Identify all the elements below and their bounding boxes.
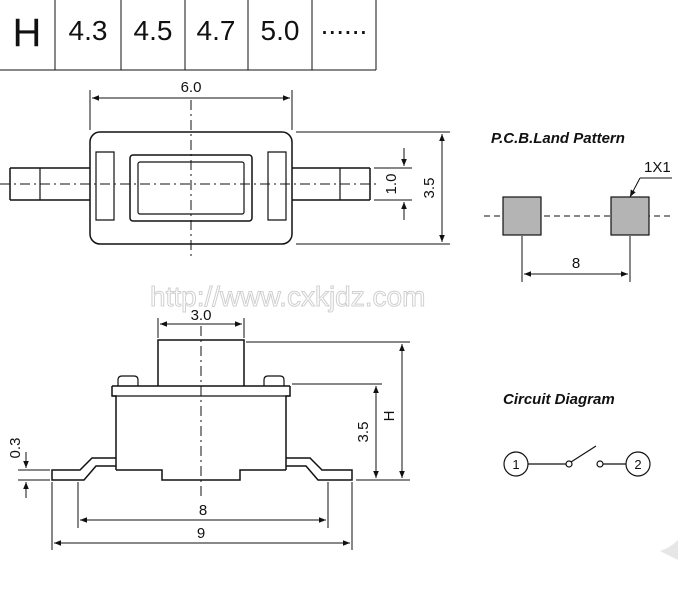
pcb-pad-label: 1X1 [644,159,671,176]
top-view-left-lead [9,167,90,201]
dim-width-label: 6.0 [181,79,202,96]
dim-spans [51,482,353,550]
top-view-left-notch [95,151,115,221]
dim-body-height-side-label: 3.5 [355,422,372,443]
pcb-spacing-label: 8 [572,255,580,272]
height-option-value: 4.7 [197,15,236,46]
side-view-left-lead [51,457,116,481]
pcb-title: P.C.B.Land Pattern [491,130,625,147]
pin-2-label: 2 [634,457,641,472]
circuit-title: Circuit Diagram [503,391,615,408]
pcb-pad-left [502,196,542,236]
height-option-table: H 4.3 4.5 4.7 5.0 ...... [0,0,377,71]
dim-width [89,90,293,130]
dim-total-height-label: H [381,411,398,422]
dim-body-height-label: 3.5 [421,178,438,199]
switch-contact-right [596,460,604,468]
dim-lead-span-label: 8 [199,502,207,519]
side-view-right-tab [263,375,285,386]
top-view-right-lead [292,167,371,201]
dim-heights [246,341,410,481]
watermark-text: http://www.cxkjdz.com [150,281,425,312]
dim-button-width [157,318,245,338]
side-view [51,339,353,481]
dim-lead-thickness [18,452,50,498]
height-header-label: H [13,11,42,55]
side-view-left-tab [117,375,139,386]
dim-body-height [296,131,450,245]
pcb-pad-right [610,196,650,236]
switch-contact-left [565,460,573,468]
corner-decoration [660,540,678,560]
height-option-more: ...... [321,9,368,40]
top-view-right-notch [267,151,287,221]
dim-overall-span-label: 9 [197,525,205,542]
switch-blade [570,445,597,463]
height-option-value: 4.3 [69,15,108,46]
circuit-symbol [503,445,651,477]
top-view-centerlines [0,100,378,256]
top-view [9,131,371,245]
pin-1-label: 1 [512,457,519,472]
pcb-spacing-dim [521,236,631,282]
dim-button-width-label: 3.0 [191,307,212,324]
pcb-pad-callout [629,177,672,198]
height-option-value: 5.0 [261,15,300,46]
side-view-right-lead [286,457,353,481]
height-option-value: 4.5 [134,15,173,46]
dim-lead-width [374,148,412,220]
dim-lead-width-label: 1.0 [383,174,400,195]
dim-lead-thickness-label: 0.3 [7,438,24,459]
